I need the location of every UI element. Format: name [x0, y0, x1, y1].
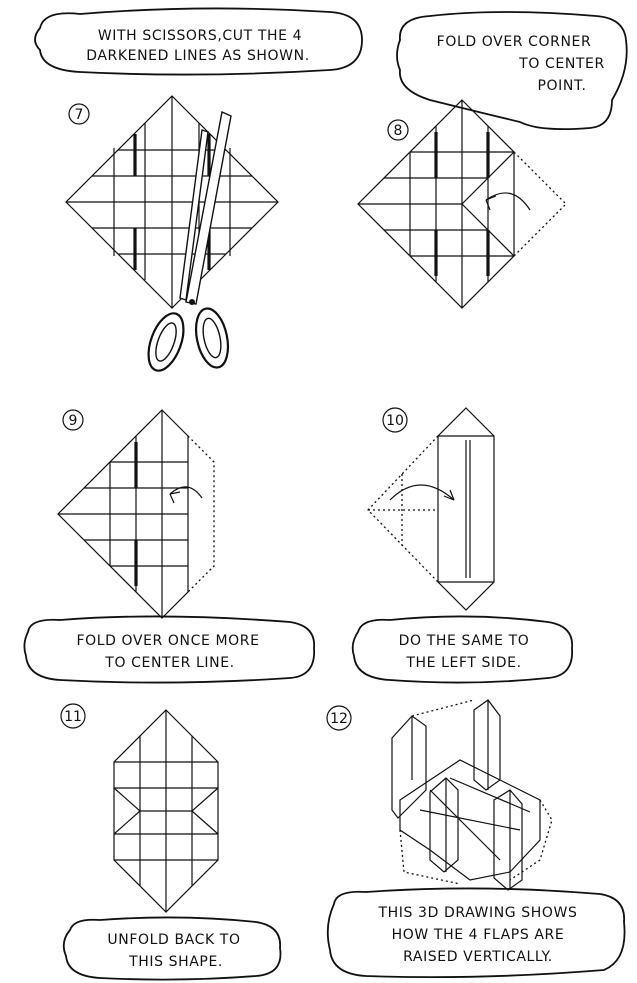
- fold-outline-dotted: [368, 436, 438, 582]
- fold-arrow-icon: [390, 485, 454, 500]
- raised-flap: [474, 700, 500, 790]
- caption-line: WITH SCISSORS,CUT THE 4: [98, 28, 302, 44]
- raised-flap: [392, 716, 426, 818]
- caption-line: THIS SHAPE.: [128, 954, 223, 970]
- fold-arrow-icon: [170, 487, 202, 503]
- speech-bubble: [64, 917, 281, 979]
- caption-same-left: DO THE SAME TO THE LEFT SIDE.: [353, 616, 572, 682]
- step-12-diagram: [392, 700, 552, 890]
- step-9-badge: 9: [63, 410, 83, 430]
- fold-crease: [114, 788, 140, 834]
- step-12-badge: 12: [327, 706, 351, 730]
- caption-line: FOLD OVER ONCE MORE: [76, 633, 259, 649]
- caption-line: DARKENED LINES AS SHOWN.: [86, 48, 310, 64]
- scissors-icon: [142, 112, 233, 375]
- caption-line: POINT.: [537, 78, 586, 94]
- caption-line: TO CENTER: [518, 56, 605, 72]
- step-number: 11: [64, 709, 82, 725]
- step-number: 7: [75, 107, 84, 123]
- fold-crease: [430, 790, 500, 860]
- step-10-badge: 10: [383, 408, 407, 432]
- step-number: 10: [386, 413, 404, 429]
- caption-unfold: UNFOLD BACK TO THIS SHAPE.: [64, 917, 281, 979]
- speech-bubble: [353, 616, 572, 682]
- step-8-diagram: [358, 100, 566, 308]
- fold-crease: [420, 810, 520, 830]
- fold-crease: [450, 778, 530, 812]
- step-10-diagram: [368, 408, 494, 610]
- fold-outline-dotted: [400, 700, 552, 884]
- caption-line: HOW THE 4 FLAPS ARE: [392, 927, 565, 943]
- caption-line: THE LEFT SIDE.: [405, 655, 521, 671]
- fold-arrow-icon: [486, 193, 530, 210]
- caption-line: FOLD OVER CORNER: [437, 34, 592, 50]
- caption-cut-lines: WITH SCISSORS,CUT THE 4 DARKENED LINES A…: [35, 8, 362, 74]
- caption-line: THIS 3D DRAWING SHOWS: [378, 905, 578, 921]
- step-11-badge: 11: [61, 704, 85, 728]
- caption-fold-corner: FOLD OVER CORNER TO CENTER POINT.: [397, 12, 627, 129]
- step-number: 8: [394, 123, 403, 139]
- caption-line: UNFOLD BACK TO: [107, 932, 240, 948]
- step-11-diagram: [114, 710, 218, 912]
- step-number: 9: [69, 413, 78, 429]
- step-9-diagram: [58, 410, 214, 618]
- caption-line: DO THE SAME TO: [399, 633, 530, 649]
- step-8-badge: 8: [388, 120, 408, 140]
- raised-flap: [430, 778, 458, 872]
- step-number: 12: [330, 711, 348, 727]
- caption-fold-once-more: FOLD OVER ONCE MORE TO CENTER LINE.: [24, 616, 314, 682]
- caption-3d: THIS 3D DRAWING SHOWS HOW THE 4 FLAPS AR…: [328, 888, 625, 977]
- speech-bubble: [24, 616, 314, 682]
- step-7-diagram: [66, 96, 278, 375]
- fold-crease: [192, 788, 218, 834]
- fold-outline-dotted: [188, 436, 214, 592]
- caption-line: RAISED VERTICALLY.: [403, 949, 553, 965]
- step-7-badge: 7: [69, 104, 89, 124]
- caption-line: TO CENTER LINE.: [104, 655, 234, 671]
- fold-outline-dotted: [514, 152, 566, 256]
